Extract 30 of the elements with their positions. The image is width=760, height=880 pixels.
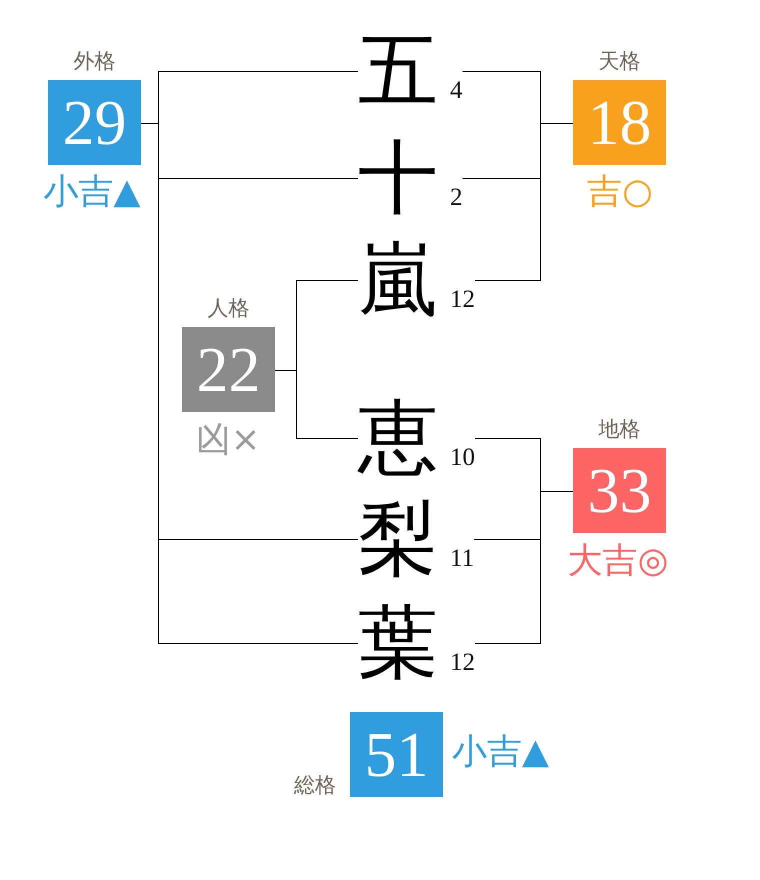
fortune-rating: 大吉◎ (568, 541, 668, 581)
stroke-count: 2 (450, 185, 462, 210)
name-character: 五 (358, 31, 438, 111)
stroke-count: 12 (450, 650, 475, 675)
score-tile: 22 (182, 327, 275, 412)
fortune-rating: 小吉▲ (44, 172, 140, 212)
stroke-count: 11 (450, 546, 474, 571)
name-character: 恵 (358, 398, 438, 478)
name-character: 梨 (358, 499, 438, 579)
fortune-rating: 吉○ (587, 172, 653, 212)
name-character: 嵐 (358, 240, 438, 320)
score-tile: 18 (573, 80, 666, 165)
stroke-count: 10 (450, 445, 475, 470)
score-tile: 29 (48, 80, 141, 165)
name-character: 十 (358, 138, 438, 218)
score-tile: 51 (350, 712, 443, 797)
category-heading: 人格 (208, 296, 250, 320)
name-character: 葉 (358, 603, 438, 683)
fortune-rating: 凶× (196, 420, 260, 460)
score-tile: 33 (573, 448, 666, 533)
connector-line (474, 491, 574, 644)
fortune-rating: 小吉▲ (452, 732, 549, 772)
connector-line (274, 370, 358, 439)
stroke-count: 4 (450, 78, 462, 103)
category-heading: 総格 (294, 773, 336, 797)
stroke-count: 12 (450, 287, 475, 312)
category-heading: 地格 (598, 417, 640, 441)
connector-line (474, 123, 574, 281)
category-heading: 外格 (74, 49, 116, 73)
category-heading: 天格 (598, 49, 640, 73)
